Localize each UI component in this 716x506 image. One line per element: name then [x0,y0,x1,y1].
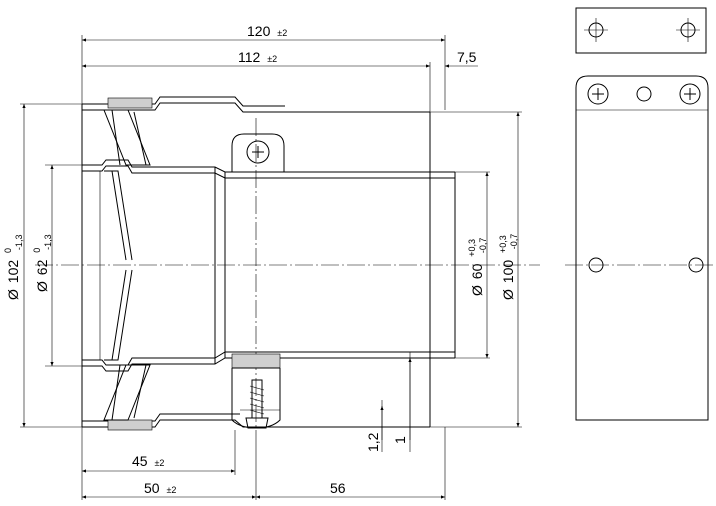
dim-clamp-position-tol: ±2 [166,485,176,495]
dia-symbol-102: Ø [5,289,21,300]
screw-head-icon [246,140,270,164]
dim-dia-inner-pipe-tol-upper: +0,3 [467,239,477,257]
dim-pipe-length: 56 [330,480,346,496]
section-view: 120 ±2 112 ±2 7,5 45 ±2 50 ±2 56 1,2 1 Ø… [0,23,540,500]
hole-icon [688,257,704,273]
screw-head-icon [679,83,701,105]
svg-text:Ø 60 +0,3: Ø 60 +0,3 -0,7 [462,235,488,296]
dimension-texts: 120 ±2 112 ±2 7,5 45 ±2 50 ±2 56 1,2 1 Ø… [0,23,519,496]
dim-overall-length: 120 [247,23,271,39]
dia-symbol-60: Ø [469,285,485,296]
dim-dia-outer-socket-tol-lower: -1,3 [14,235,24,251]
svg-text:Ø 100 +0,3: Ø 100 +0,3 -0,7 [493,231,519,300]
dim-dia-inner-pipe: 60 [469,263,485,279]
dim-dia-outer-pipe: 100 [500,260,516,284]
dim-dia-inner-socket: 62 [34,259,50,275]
gasket-bottom [103,364,153,431]
svg-text:112 ±2: 112 ±2 [238,49,277,65]
clamp-top [231,133,285,173]
dim-length-inner: 112 [238,49,261,65]
dim-dia-inner-pipe-tol-lower: -0,7 [478,238,488,254]
hole-icon [588,257,604,273]
dim-clamp-position: 50 [144,480,160,496]
dim-wall-outer: 1,2 [365,432,381,452]
gasket-top [103,97,153,166]
inner-socket [82,159,456,372]
clamp-bottom [231,353,281,429]
dim-dia-inner-socket-tol-lower: -1,3 [43,234,53,250]
dim-overall-length-tol: ±2 [277,28,287,38]
dim-socket-depth-tol: ±2 [154,458,164,468]
extension-lines [20,35,522,500]
dia-symbol-100: Ø [500,289,516,300]
hole-icon [636,86,652,102]
side-view [565,75,716,421]
dim-length-inner-tol: ±2 [267,54,277,64]
svg-text:Ø 62 0: Ø 62 0 -1,3 [27,234,53,292]
dim-dia-outer-socket-tol-upper: 0 [3,248,13,253]
dim-offset: 7,5 [457,49,477,65]
screw-head-icon [587,83,609,105]
outer-socket [81,96,431,428]
dia-symbol-62: Ø [34,281,50,292]
dim-dia-outer-socket: 102 [5,260,21,284]
svg-text:50 ±2: 50 ±2 [144,480,176,496]
dim-dia-inner-socket-tol-upper: 0 [32,248,42,253]
dim-socket-depth: 45 [132,453,148,469]
svg-text:120 ±2: 120 ±2 [247,23,287,39]
dim-dia-outer-pipe-tol-upper: +0,3 [498,235,508,253]
svg-text:45 ±2: 45 ±2 [132,453,164,469]
top-view [575,7,707,54]
dimension-lines [22,38,520,499]
svg-text:Ø 102 0: Ø 102 0 -1,3 [0,235,24,300]
dim-wall-inner: 1 [392,436,408,444]
dim-dia-outer-pipe-tol-lower: -0,7 [509,234,519,250]
